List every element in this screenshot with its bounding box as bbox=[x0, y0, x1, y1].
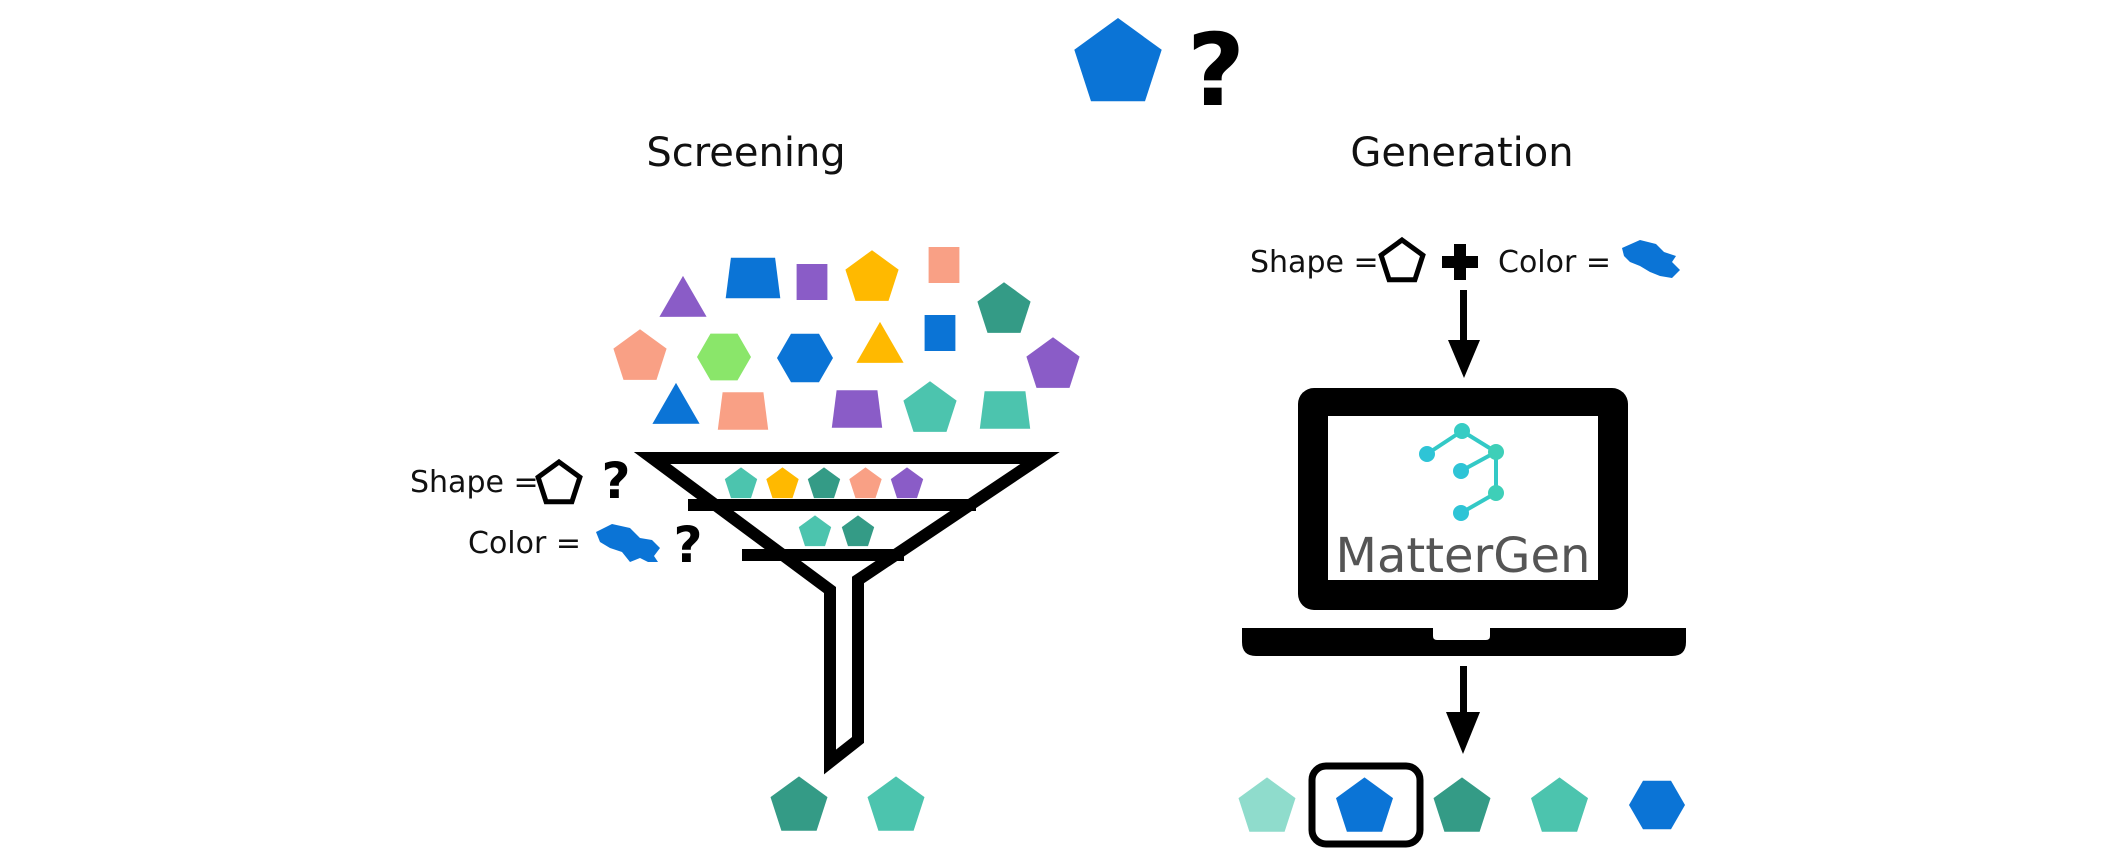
generation-color-label: Color = bbox=[1498, 245, 1611, 280]
laptop-icon bbox=[1242, 388, 1686, 656]
candidate-triangle bbox=[856, 321, 904, 363]
candidate-pentagon bbox=[977, 282, 1031, 333]
generated-candidate bbox=[1433, 777, 1491, 832]
plus-icon bbox=[1442, 244, 1478, 280]
candidate-pentagon bbox=[845, 250, 899, 301]
candidate-trapezoid bbox=[831, 390, 883, 428]
candidate-trapezoid bbox=[725, 257, 781, 299]
screening-output bbox=[770, 776, 925, 831]
filtered-pentagon bbox=[766, 467, 799, 499]
filtered-pentagon bbox=[841, 515, 875, 547]
funnel-icon bbox=[633, 452, 1060, 775]
target-header: ? bbox=[1074, 12, 1245, 129]
shape-criterion-label: Shape = bbox=[410, 465, 539, 500]
filter-stage-2 bbox=[798, 515, 875, 547]
shape-criterion-question: ? bbox=[601, 452, 630, 510]
candidate-pentagon bbox=[613, 329, 667, 380]
pentagon-outline-icon bbox=[535, 458, 583, 505]
filter-stage-1 bbox=[724, 467, 924, 499]
candidate-hexagon bbox=[777, 333, 833, 383]
arrow-down-icon bbox=[1448, 290, 1480, 378]
candidate-pentagon bbox=[903, 381, 957, 432]
candidate-square bbox=[796, 263, 828, 301]
filtered-pentagon bbox=[890, 467, 924, 499]
screening-criteria-shape: Shape = ? bbox=[410, 452, 631, 510]
pentagon-outline-icon bbox=[1378, 236, 1426, 283]
screened-candidate bbox=[770, 776, 828, 831]
generation-title: Generation bbox=[1350, 130, 1573, 176]
generation-shape-label: Shape = bbox=[1250, 245, 1379, 280]
candidate-square bbox=[924, 314, 956, 352]
candidate-square bbox=[928, 246, 960, 284]
screening-criteria-color: Color = ? bbox=[468, 516, 703, 574]
target-pentagon-icon bbox=[1074, 18, 1162, 102]
selected-generated-candidate bbox=[1336, 777, 1393, 832]
blue-paint-splash-icon bbox=[1622, 240, 1680, 278]
arrow-down-icon bbox=[1446, 666, 1480, 754]
model-name: MatterGen bbox=[1336, 528, 1591, 584]
screened-candidate bbox=[867, 776, 925, 831]
selected-candidate-highlight bbox=[1308, 762, 1424, 848]
candidate-triangle bbox=[659, 275, 707, 317]
generated-candidate bbox=[1629, 780, 1685, 830]
candidate-hexagon bbox=[697, 333, 751, 381]
candidate-pentagon bbox=[1026, 337, 1080, 388]
filtered-pentagon bbox=[798, 515, 832, 547]
blue-paint-splash-icon bbox=[596, 524, 660, 562]
candidate-trapezoid bbox=[717, 392, 769, 430]
candidate-pool bbox=[613, 246, 1080, 432]
target-question-mark: ? bbox=[1187, 12, 1245, 129]
filtered-pentagon bbox=[724, 467, 758, 499]
candidate-triangle bbox=[652, 382, 700, 424]
generation-condition: Shape = Color = bbox=[1250, 236, 1680, 283]
screening-title: Screening bbox=[646, 130, 845, 176]
generated-candidate bbox=[1531, 777, 1588, 832]
candidate-trapezoid bbox=[979, 391, 1031, 429]
color-criterion-question: ? bbox=[673, 516, 702, 574]
generation-outputs bbox=[1238, 777, 1685, 832]
generated-candidate bbox=[1238, 777, 1296, 832]
color-criterion-label: Color = bbox=[468, 526, 581, 561]
filtered-pentagon bbox=[849, 467, 882, 499]
mattergen-logo-icon bbox=[1419, 423, 1504, 521]
filtered-pentagon bbox=[807, 467, 841, 499]
